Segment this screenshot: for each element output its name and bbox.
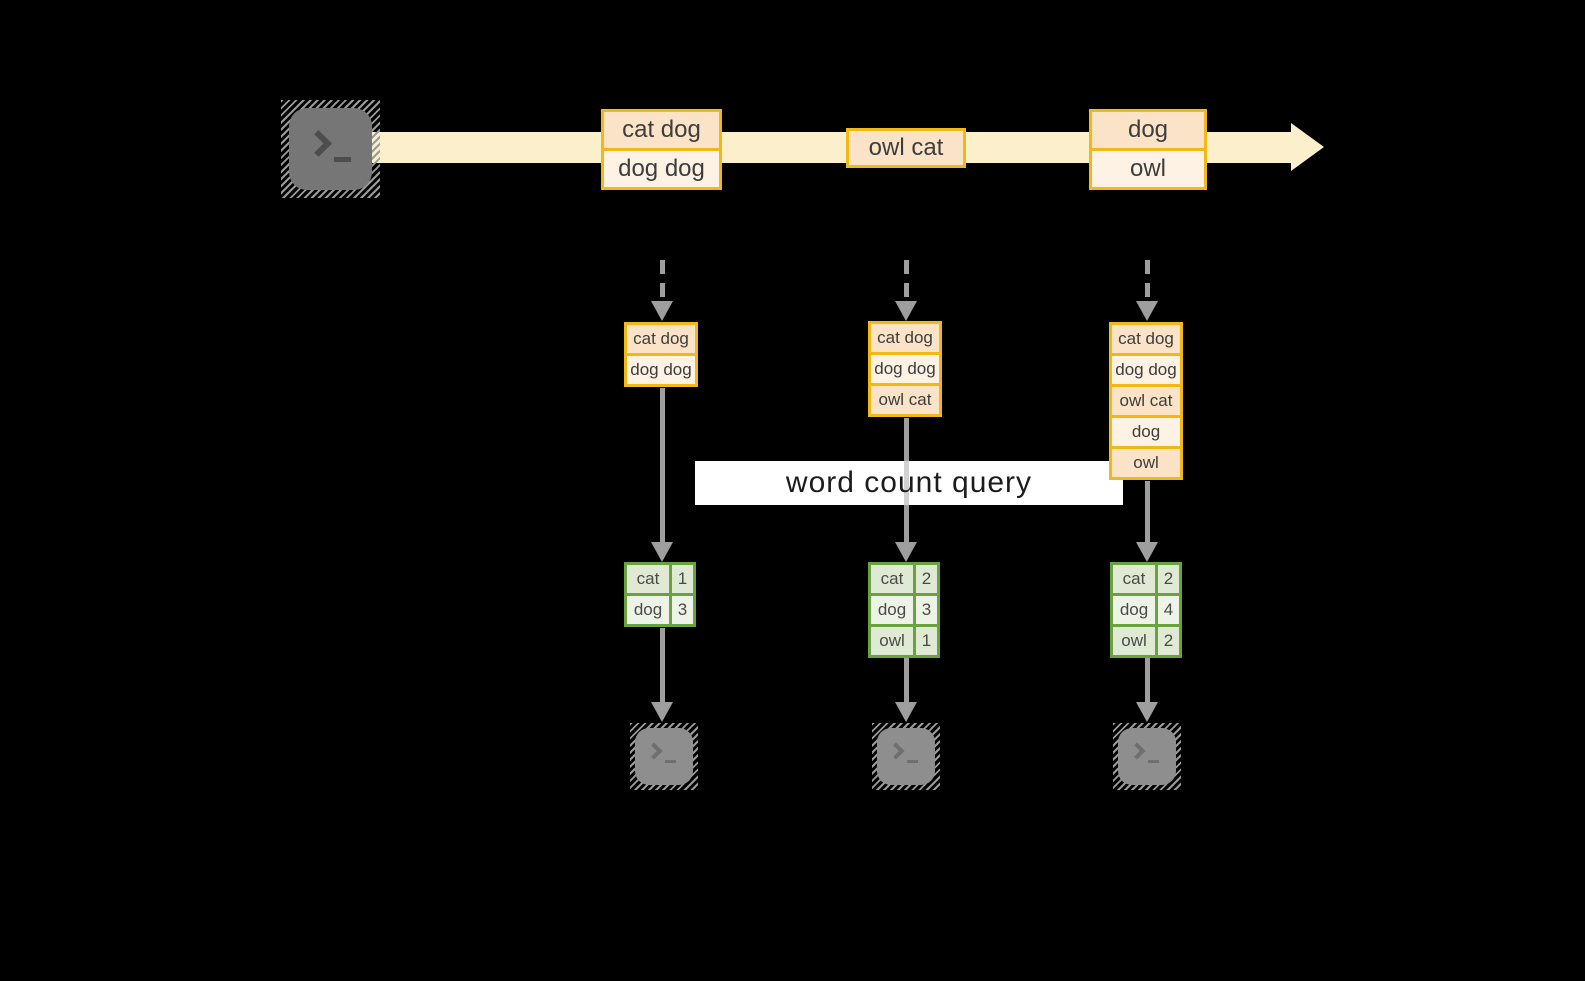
prompt-underscore-icon [665, 760, 676, 763]
buffer-row: dog dog [627, 356, 695, 384]
record: owl [1092, 151, 1204, 187]
dashed-arrow-line [1145, 260, 1150, 302]
query-label-band: word count query [695, 461, 1123, 505]
prompt-chevron-icon [1128, 742, 1146, 760]
buffer-row: dog [1112, 418, 1180, 446]
stream-batch-3: dog owl [1089, 109, 1207, 190]
word-cell: dog [871, 596, 913, 624]
word-cell: cat [627, 565, 669, 593]
count-cell: 3 [672, 596, 693, 624]
stream-arrowhead [1291, 123, 1324, 171]
buffer-row: owl cat [1112, 387, 1180, 415]
input-buffer-1: cat dog dog dog [624, 322, 698, 387]
terminal-icon [281, 100, 380, 198]
buffer-row: cat dog [627, 325, 695, 353]
buffer-row: owl cat [871, 386, 939, 414]
arrowhead-down-icon [1136, 301, 1158, 321]
count-table-3: cat 2 dog 4 owl 2 [1110, 562, 1182, 658]
count-cell: 3 [916, 596, 937, 624]
prompt-chevron-icon [305, 130, 332, 157]
prompt-underscore-icon [1148, 760, 1159, 763]
arrow-line [1145, 481, 1150, 543]
query-label: word count query [785, 466, 1033, 499]
terminal-window [877, 728, 935, 785]
terminal-window [1118, 728, 1176, 785]
record: cat dog [604, 112, 719, 148]
dashed-arrow-line [660, 260, 665, 302]
terminal-icon [1113, 723, 1181, 790]
prompt-underscore-icon [907, 760, 918, 763]
count-cell: 1 [672, 565, 693, 593]
arrowhead-down-icon [895, 542, 917, 562]
arrow-line [660, 628, 665, 704]
count-cell: 2 [916, 565, 937, 593]
record: owl cat [849, 131, 963, 165]
count-cell: 1 [916, 627, 937, 655]
record: dog dog [604, 151, 719, 187]
arrowhead-down-icon [651, 301, 673, 321]
word-cell: cat [1113, 565, 1155, 593]
record: dog [1092, 112, 1204, 148]
count-cell: 4 [1158, 596, 1179, 624]
prompt-chevron-icon [645, 742, 663, 760]
arrow-line [904, 658, 909, 704]
terminal-window [289, 108, 372, 190]
count-table-2: cat 2 dog 3 owl 1 [868, 562, 940, 658]
count-table-1: cat 1 dog 3 [624, 562, 696, 627]
terminal-icon [872, 723, 940, 790]
arrow-line-overlay [904, 461, 909, 505]
terminal-window [635, 728, 693, 785]
word-cell: dog [1113, 596, 1155, 624]
arrowhead-down-icon [895, 702, 917, 722]
buffer-row: cat dog [871, 324, 939, 352]
stream-batch-2: owl cat [846, 128, 966, 168]
arrowhead-down-icon [651, 702, 673, 722]
buffer-row: dog dog [1112, 356, 1180, 384]
input-buffer-2: cat dog dog dog owl cat [868, 321, 942, 417]
buffer-row: dog dog [871, 355, 939, 383]
word-cell: owl [1113, 627, 1155, 655]
arrowhead-down-icon [651, 542, 673, 562]
dashed-arrow-line [904, 260, 909, 302]
terminal-icon [630, 723, 698, 790]
arrowhead-down-icon [1136, 702, 1158, 722]
prompt-chevron-icon [887, 742, 905, 760]
input-buffer-3: cat dog dog dog owl cat dog owl [1109, 322, 1183, 480]
word-cell: owl [871, 627, 913, 655]
word-cell: cat [871, 565, 913, 593]
buffer-row: cat dog [1112, 325, 1180, 353]
arrow-line [1145, 658, 1150, 704]
stream-batch-1: cat dog dog dog [601, 109, 722, 190]
prompt-underscore-icon [334, 157, 351, 162]
arrowhead-down-icon [895, 301, 917, 321]
count-cell: 2 [1158, 565, 1179, 593]
arrowhead-down-icon [1136, 542, 1158, 562]
buffer-row: owl [1112, 449, 1180, 477]
word-cell: dog [627, 596, 669, 624]
arrow-line [660, 388, 665, 543]
count-cell: 2 [1158, 627, 1179, 655]
